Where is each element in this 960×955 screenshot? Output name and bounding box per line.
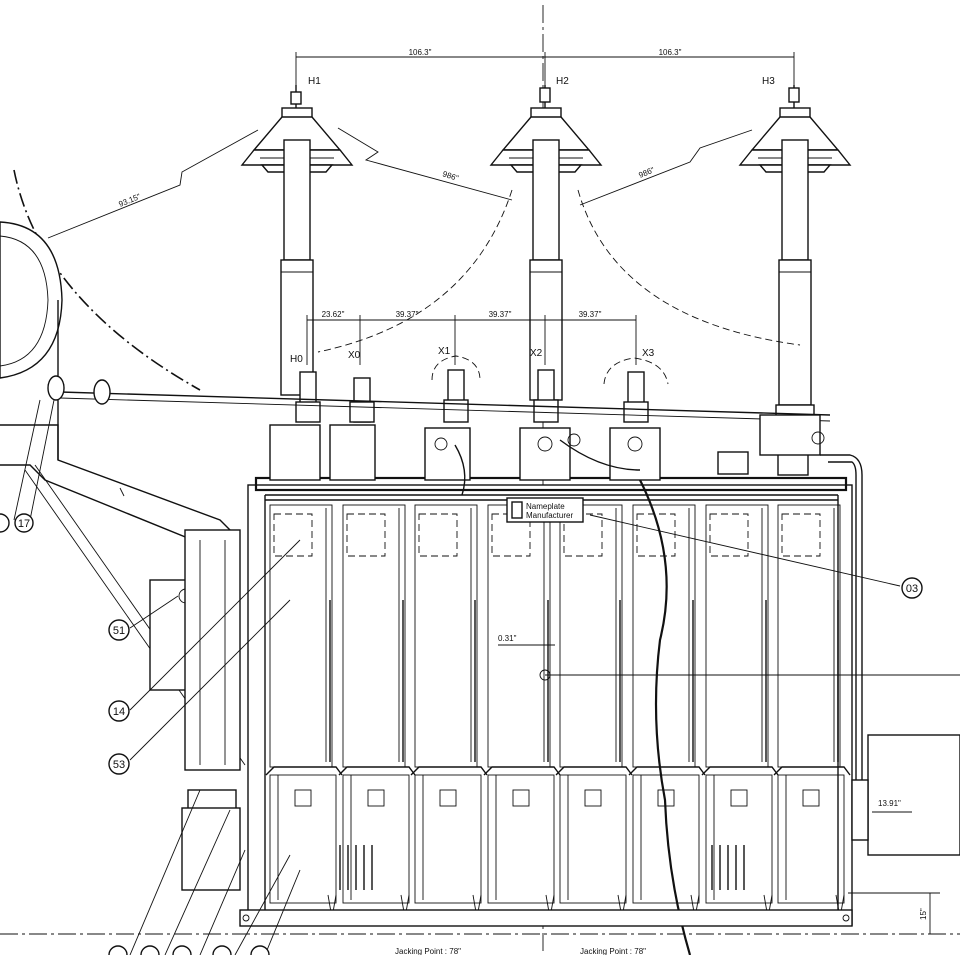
internal-dimension: 0.31"	[498, 634, 960, 681]
svg-text:23.62": 23.62"	[322, 310, 345, 319]
clearance-dimensions: 93.15" 986" 986"	[47, 127, 753, 239]
callout-17: 17	[14, 513, 34, 533]
svg-text:X3: X3	[642, 348, 655, 359]
callout-leaders	[13, 399, 901, 955]
svg-text:53: 53	[113, 759, 125, 771]
lv-bushing-h0: H0	[290, 354, 321, 423]
bus-conductor	[59, 391, 831, 416]
tank-base: Jacking Point : 78" Jacking Point : 78"	[239, 909, 853, 955]
radiator-panel	[483, 504, 561, 919]
callout-03: 03	[901, 577, 923, 599]
conservator-tank	[0, 221, 111, 460]
svg-text:X0: X0	[348, 350, 361, 361]
radiator-panel	[701, 504, 779, 919]
svg-text:03: 03	[906, 583, 918, 595]
lv-bushing-x2: X2	[530, 348, 559, 423]
control-cabinet	[149, 529, 241, 891]
svg-text:X2: X2	[530, 348, 543, 359]
bottom-callouts	[108, 945, 270, 955]
radiator-panel	[555, 504, 633, 919]
h3-label: H3	[762, 76, 775, 87]
svg-text:39.37": 39.37"	[396, 310, 419, 319]
radiator-panel	[410, 504, 488, 919]
jacking-point-left: Jacking Point : 78"	[395, 947, 461, 955]
h1-label: H1	[308, 76, 321, 87]
svg-text:0.31": 0.31"	[498, 634, 517, 643]
callout-14: 14	[108, 700, 130, 722]
callout-53: 53	[108, 753, 130, 775]
svg-text:14: 14	[113, 706, 125, 718]
jacking-point-right: Jacking Point : 78"	[580, 947, 646, 955]
hv-bushing-h3: H3	[738, 76, 852, 418]
callout-51: 51	[108, 619, 130, 641]
svg-text:51: 51	[113, 625, 125, 637]
hv-bushing-h2: H2	[489, 76, 603, 401]
svg-text:13.91": 13.91"	[878, 799, 901, 808]
control-cable	[639, 479, 692, 955]
lv-bushing-x1: X1	[431, 346, 481, 423]
clearance-arc-right	[577, 189, 801, 346]
radiator-panels	[265, 504, 851, 919]
radiator-panel	[628, 504, 706, 919]
hv-bushing-h1: H1	[240, 76, 354, 396]
nameplate: Nameplate Manufacturer	[506, 497, 584, 523]
radiator-panel	[338, 504, 416, 919]
radiator-panel	[773, 504, 851, 919]
svg-text:Nameplate: Nameplate	[526, 502, 565, 511]
clearance-arc-far-left	[13, 169, 201, 391]
svg-text:17: 17	[18, 518, 30, 530]
svg-text:15": 15"	[919, 908, 928, 920]
svg-text:986": 986"	[441, 169, 459, 183]
lv-bushing-x0: X0	[348, 350, 375, 423]
lv-bushing-x3: X3	[603, 348, 669, 423]
dim-h1-h2: 106.3"	[409, 48, 432, 57]
h2-label: H2	[556, 76, 569, 87]
hv-spacing-dimension: 106.3" 106.3"	[295, 48, 795, 90]
svg-text:986": 986"	[637, 165, 656, 179]
svg-text:39.37": 39.37"	[579, 310, 602, 319]
dim-h2-h3: 106.3"	[659, 48, 682, 57]
side-unit: 13.91" 15"	[848, 734, 960, 934]
svg-text:93.15": 93.15"	[117, 192, 142, 209]
radiator-panel	[265, 504, 343, 919]
svg-text:X1: X1	[438, 346, 451, 357]
clearance-arc-left	[317, 189, 513, 353]
lv-spacing-dimension: 23.62" 39.37" 39.37" 39.37"	[306, 310, 637, 365]
svg-text:39.37": 39.37"	[489, 310, 512, 319]
svg-text:Manufacturer: Manufacturer	[526, 511, 573, 520]
svg-text:H0: H0	[290, 354, 303, 365]
